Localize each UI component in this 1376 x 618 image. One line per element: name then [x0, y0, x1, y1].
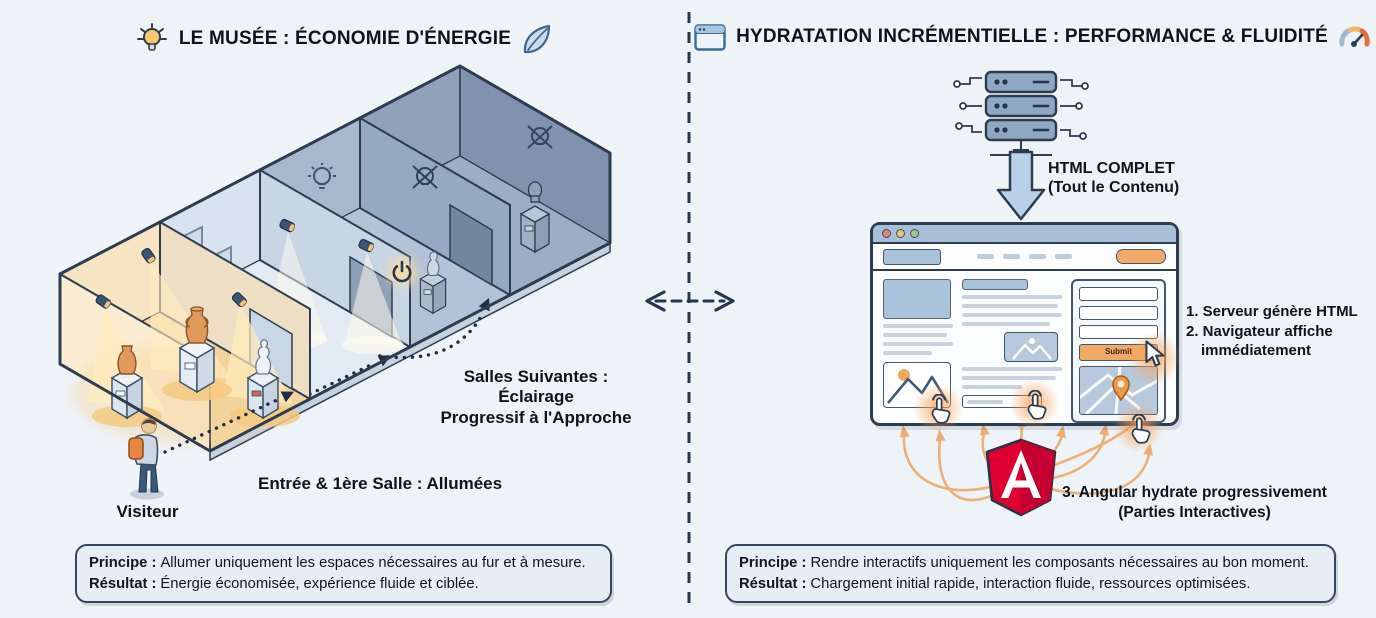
nav-item-placeholder [977, 254, 994, 259]
label-next-rooms-line2: Progressif à l'Approche [440, 407, 632, 427]
label-entrance: Entrée & 1ère Salle : Allumées [258, 474, 503, 493]
nav-item-placeholder [1003, 254, 1020, 259]
room1-amphora-pedestal [178, 306, 216, 394]
step-3-line2: (Parties Interactives) [1118, 504, 1271, 522]
spotlight-pool-door [342, 336, 404, 354]
input-placeholder [1079, 306, 1158, 320]
flow-label-line1: HTML COMPLET [1048, 160, 1175, 177]
tap-icon [1027, 390, 1047, 420]
principle-text: Rendre interactifs uniquement les compos… [810, 555, 1309, 571]
step-3-line1: 3. Angular hydrate progressivement [1062, 484, 1327, 501]
path-arrowhead-1 [280, 391, 294, 403]
bulb-off-icon-room3 [412, 165, 438, 189]
door-room4 [449, 203, 493, 287]
lightbulb-icon [136, 23, 167, 51]
close-dot-icon [882, 229, 891, 238]
label-next-rooms: Salles Suivantes : Éclairage Progressif … [430, 367, 642, 428]
hero-block-placeholder [883, 279, 951, 319]
text-line-placeholder [962, 385, 1022, 389]
spotlight-cone-door [345, 252, 403, 347]
text-line-placeholder [883, 351, 932, 355]
right-principle-box: Principe :Rendre interactifs uniquement … [725, 544, 1336, 604]
flow-arrow-label: HTML COMPLET (Tout le Contenu) [1048, 159, 1179, 197]
right-result-line: Résultat :Chargement initial rapide, int… [739, 574, 1322, 595]
room3-statuette-pedestal [419, 251, 447, 315]
label-next-rooms-line1: Salles Suivantes : Éclairage [463, 367, 609, 407]
divider-double-arrow [645, 290, 735, 312]
flow-label-line2: (Tout le Contenu) [1048, 179, 1180, 197]
text-line-placeholder [962, 304, 1058, 308]
result-text: Chargement initial rapide, interaction f… [810, 575, 1251, 592]
text-line-placeholder [962, 376, 1056, 380]
step-2-cont: immédiatement [1201, 342, 1312, 359]
flow-down-arrow [996, 150, 1046, 221]
museum-illustration [58, 64, 612, 500]
bulb-off-icon-room4 [527, 125, 553, 149]
text-line-placeholder [962, 313, 1062, 317]
tap-icon [931, 394, 951, 424]
step-3: 3. Angular hydrate progressivement (Part… [1052, 483, 1337, 523]
left-result-line: Résultat :Énergie économisée, expérience… [89, 574, 598, 595]
label-visitor: Visiteur [116, 502, 179, 521]
angular-logo [985, 438, 1057, 517]
spot-fixture-room2 [279, 218, 296, 233]
steps-1-2: 1. Serveur génère HTML 2. Navigateur aff… [1186, 302, 1366, 361]
cta-button-placeholder [1116, 249, 1166, 264]
step-2: 2. Navigateur affiche [1186, 322, 1333, 340]
text-line-placeholder [883, 324, 953, 328]
browser-titlebar [873, 225, 1176, 244]
text-line-placeholder [883, 333, 948, 337]
maximize-dot-icon [910, 229, 919, 238]
text-line-placeholder [962, 295, 1062, 299]
inline-image-placeholder [1004, 332, 1058, 362]
result-label: Résultat : [739, 575, 807, 592]
building-outline [58, 64, 612, 453]
tap-icon [1131, 414, 1151, 444]
power-icon [392, 260, 412, 283]
step-1: 1. Serveur génère HTML [1186, 303, 1358, 320]
minimize-dot-icon [896, 229, 905, 238]
visitor-figure [128, 418, 164, 500]
left-title-text: LE MUSÉE : ÉCONOMIE D'ÉNERGIE [178, 28, 512, 49]
right-panel-title: HYDRATATION INCRÉMENTIELLE : PERFORMANCE… [688, 22, 1376, 52]
right-title-text: HYDRATATION INCRÉMENTIELLE : PERFORMANCE… [736, 26, 1328, 47]
leaf-icon [524, 24, 551, 54]
text-line-placeholder [962, 367, 1062, 371]
room4-bust-pedestal [519, 181, 551, 254]
principle-label: Principe : [739, 555, 807, 571]
browser-window-icon [694, 23, 726, 51]
spot-fixtures-room1 [95, 247, 247, 309]
result-label: Résultat : [89, 575, 157, 592]
left-principle-line: Principe :Allumer uniquement les espaces… [89, 553, 598, 574]
result-text: Énergie économisée, expérience fluide et… [160, 575, 479, 592]
nav-item-placeholder [1029, 254, 1046, 259]
right-principle-line: Principe :Rendre interactifs uniquement … [739, 553, 1322, 574]
left-principle-box: Principe :Allumer uniquement les espaces… [75, 544, 612, 604]
input-placeholder [1079, 287, 1158, 301]
heading-placeholder [962, 279, 1028, 290]
map-pin-icon [1112, 375, 1130, 402]
principle-text: Allumer uniquement les espaces nécessair… [160, 555, 586, 571]
text-line-placeholder [883, 342, 953, 346]
cursor-icon [1145, 340, 1165, 367]
site-logo-placeholder [883, 248, 941, 265]
left-panel-title: LE MUSÉE : ÉCONOMIE D'ÉNERGIE [0, 22, 688, 56]
speedometer-icon [1339, 26, 1370, 47]
nav-item-placeholder [1055, 254, 1072, 259]
dropdown-value-placeholder [967, 399, 1003, 404]
bulb-on-icon [308, 163, 336, 189]
spot-fixture-door [358, 238, 375, 253]
text-line-placeholder [962, 322, 1050, 326]
path-dotted-room3 [378, 311, 485, 360]
browser-navbar [873, 244, 1176, 271]
principle-label: Principe : [89, 555, 157, 571]
nav-menu-placeholder [977, 254, 1072, 259]
